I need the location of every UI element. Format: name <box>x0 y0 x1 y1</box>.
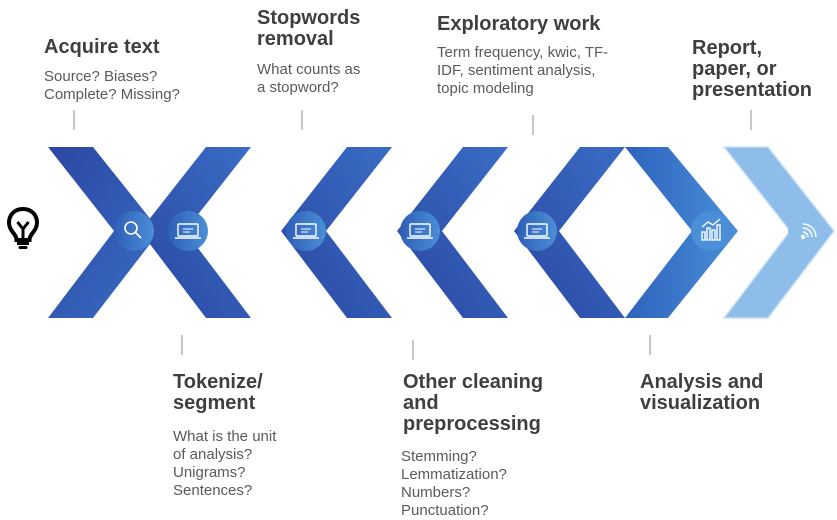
laptop-icon <box>293 223 319 239</box>
connector-tick <box>73 110 75 130</box>
step-description-tokenize: What is the unit of analysis? Unigrams? … <box>173 428 277 499</box>
hub-4 <box>400 211 440 251</box>
step-title-tokenize: Tokenize/ segment <box>173 371 263 414</box>
broadcast-icon <box>800 223 817 240</box>
step-title-other-cleaning: Other cleaning and preprocessing <box>403 371 544 435</box>
laptop-icon <box>175 223 201 239</box>
bar-chart-icon <box>701 218 721 241</box>
connector-tick <box>750 110 752 130</box>
magnifier-icon <box>124 221 142 239</box>
flow-shape-2 <box>140 147 251 318</box>
step-title-analysis-visualization: Analysis and visualization <box>640 371 764 414</box>
step-description-exploratory-work: Term frequency, kwic, TF- IDF, sentiment… <box>437 44 609 97</box>
connector-tick <box>181 335 183 355</box>
hub-7 <box>788 211 828 251</box>
connector-tick <box>532 115 534 135</box>
hub-1 <box>114 211 154 251</box>
connector-tick <box>649 335 651 355</box>
hub-3 <box>286 211 326 251</box>
step-title-report: Report, paper, or presentation <box>692 37 813 101</box>
hub-5 <box>517 211 557 251</box>
lightbulb-icon <box>6 206 40 249</box>
hub-2 <box>168 211 208 251</box>
step-title-stopwords: Stopwords removal <box>257 7 361 50</box>
step-description-other-cleaning: Stemming? Lemmatization? Numbers? Punctu… <box>401 448 507 519</box>
laptop-icon <box>524 223 550 239</box>
connector-tick <box>412 340 414 360</box>
step-title-acquire-text: Acquire text <box>44 36 160 58</box>
step-description-acquire-text: Source? Biases? Complete? Missing? <box>44 68 180 103</box>
step-title-exploratory-work: Exploratory work <box>437 13 601 35</box>
hub-6 <box>691 211 731 251</box>
connector-tick <box>301 110 303 130</box>
step-description-stopwords: What counts as a stopword? <box>257 61 361 96</box>
laptop-icon <box>407 223 433 239</box>
